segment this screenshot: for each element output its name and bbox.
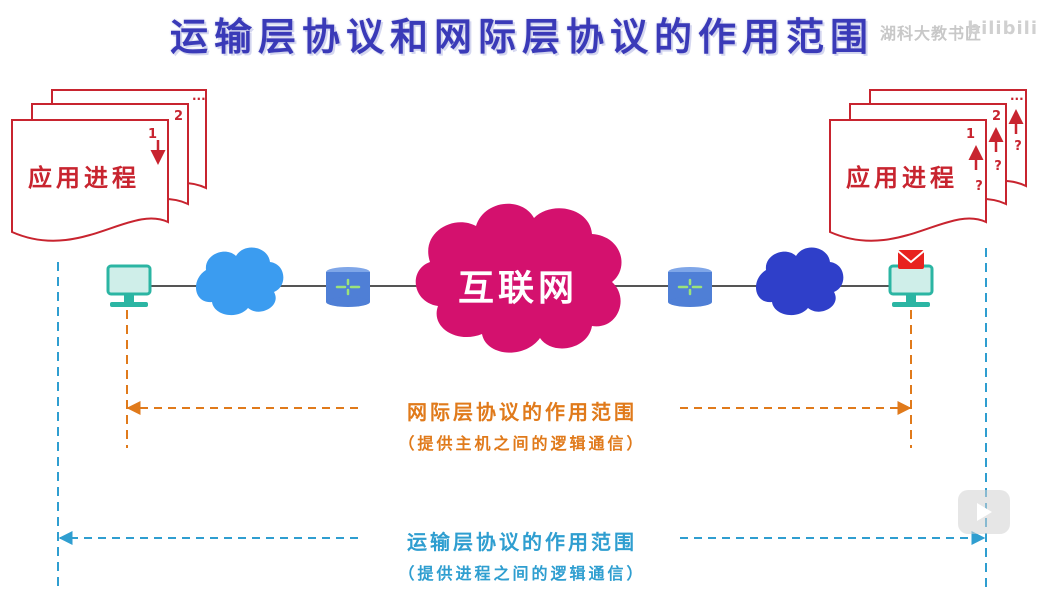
- left-network-cloud-icon: [195, 247, 284, 316]
- right-question-mark-1: ?: [975, 179, 983, 194]
- left-page-label-3: ...: [192, 89, 206, 103]
- envelope-icon: [897, 250, 925, 269]
- transport-scope-subtitle: （提供进程之间的逻辑通信）: [398, 564, 646, 583]
- left-process-stack: ... 2 1 应用进程: [11, 89, 207, 242]
- play-button[interactable]: [958, 490, 1010, 534]
- right-router-icon: [668, 267, 712, 307]
- internet-cloud-icon: 互联网: [415, 203, 622, 353]
- right-host-computer-icon: [888, 264, 934, 307]
- play-icon: [977, 503, 992, 521]
- page-title: 运输层协议和网际层协议的作用范围: [169, 15, 874, 59]
- right-page-label-2: 2: [992, 109, 1001, 124]
- left-page-label-1: 1: [148, 127, 157, 142]
- left-host-computer-icon: [106, 264, 152, 307]
- network-layer-scope: [126, 310, 912, 448]
- network-scope-subtitle: （提供主机之间的逻辑通信）: [398, 434, 646, 453]
- network-scope-title: 网际层协议的作用范围: [407, 400, 637, 424]
- left-router-icon: [326, 267, 370, 307]
- bilibili-logo: bilibili: [967, 18, 1038, 39]
- right-question-mark-2: ?: [994, 159, 1002, 174]
- transport-scope-title: 运输层协议的作用范围: [407, 530, 637, 554]
- right-process-stack: ... 2 1 ? ? ? 应用进程: [829, 89, 1027, 242]
- left-page-label-2: 2: [174, 109, 183, 124]
- right-doc-page-1: [829, 119, 987, 242]
- right-question-mark-3: ?: [1014, 139, 1022, 154]
- right-process-label: 应用进程: [846, 164, 958, 192]
- left-process-label: 应用进程: [28, 164, 140, 192]
- right-page-label-1: 1: [966, 127, 975, 142]
- right-page-label-3: ...: [1010, 89, 1024, 103]
- internet-label: 互联网: [458, 268, 578, 309]
- right-network-cloud-icon: [755, 247, 844, 316]
- left-doc-page-1: [11, 119, 169, 242]
- watermark-text: 湖科大教书匠: [879, 24, 982, 43]
